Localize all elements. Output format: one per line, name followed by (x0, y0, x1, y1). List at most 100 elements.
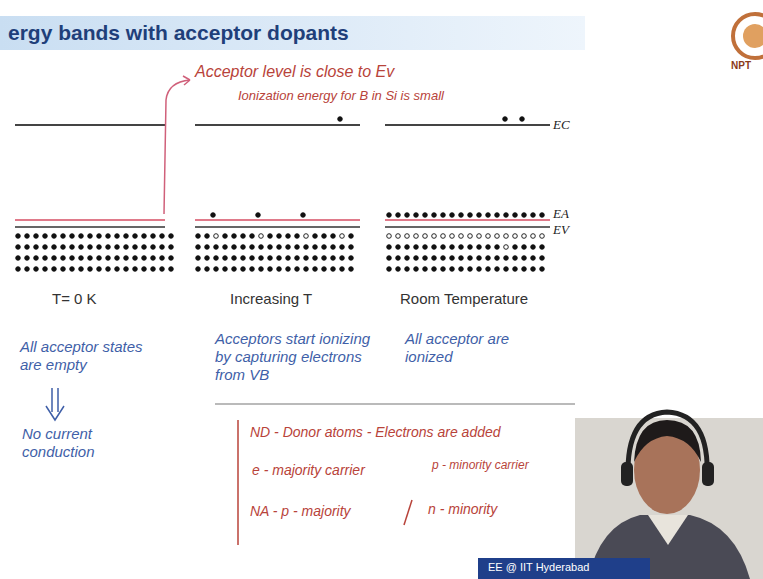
hole-circle (214, 234, 219, 239)
electron-dot (259, 256, 264, 261)
hole-circle (340, 234, 345, 239)
electron-dot (349, 267, 354, 272)
bracket-line (237, 420, 239, 545)
electron-dot (540, 213, 545, 218)
electron-dot (322, 234, 327, 239)
valence-band-edge (195, 226, 360, 228)
electron-dot (79, 256, 84, 261)
electron-dot (70, 267, 75, 272)
electron-dot (16, 234, 21, 239)
electron-dot (223, 245, 228, 250)
electron-dot (97, 267, 102, 272)
presenter-hair (634, 420, 701, 462)
electron-dot (387, 256, 392, 261)
electron-dot (232, 234, 237, 239)
electron-dot (340, 256, 345, 261)
electron-dot (142, 267, 147, 272)
electron-dot (450, 267, 455, 272)
electron-dot (349, 256, 354, 261)
conduction-band-edge (195, 124, 360, 126)
electron-dot (405, 256, 410, 261)
hole-circle (477, 234, 482, 239)
electron-dot (295, 256, 300, 261)
leader-arrowhead (183, 76, 190, 85)
electron-dot (169, 234, 174, 239)
hole-circle (304, 234, 309, 239)
electron-dot (16, 256, 21, 261)
title-bar (0, 16, 585, 50)
footer-text: EE @ IIT Hyderabad (488, 561, 589, 574)
level-label: EA (553, 206, 569, 222)
electron-dot (97, 234, 102, 239)
electron-dot (414, 256, 419, 261)
electron-dot (531, 267, 536, 272)
electron-dot (205, 267, 210, 272)
electron-dot (16, 267, 21, 272)
note-text: All acceptor are ionized (405, 330, 555, 366)
electron-dot (133, 245, 138, 250)
panel-caption: Increasing T (230, 290, 312, 308)
electron-dot (52, 256, 57, 261)
electron-dot (504, 213, 509, 218)
electron-dot (196, 245, 201, 250)
electron-dot (97, 256, 102, 261)
electron-dot (223, 256, 228, 261)
electron-dot (414, 245, 419, 250)
electron-dot (396, 267, 401, 272)
electron-dot (522, 213, 527, 218)
electron-dot (531, 245, 536, 250)
separator-slash (404, 500, 412, 525)
electron-dot (133, 267, 138, 272)
electron-dot (322, 245, 327, 250)
electron-dot (531, 256, 536, 261)
electron-dot (196, 267, 201, 272)
electron-dot (423, 256, 428, 261)
electron-dot (241, 267, 246, 272)
electron-dot (495, 213, 500, 218)
electron-dot (268, 256, 273, 261)
electron-dot (250, 234, 255, 239)
electron-dot (459, 245, 464, 250)
hole-circle (495, 234, 500, 239)
note-text: No current conduction (22, 425, 132, 461)
electron-dot (256, 213, 261, 218)
electron-dot (468, 245, 473, 250)
electron-dot (268, 267, 273, 272)
electron-dot (423, 213, 428, 218)
electron-dot (52, 245, 57, 250)
electron-dot (43, 234, 48, 239)
divider-line (215, 403, 575, 404)
hole-circle (414, 234, 419, 239)
hole-circle (540, 234, 545, 239)
electron-dot (259, 267, 264, 272)
electron-dot (79, 234, 84, 239)
electron-dot (477, 245, 482, 250)
electron-dot (259, 245, 264, 250)
note-text: p - minority carrier (432, 458, 529, 472)
electron-dot (441, 267, 446, 272)
electron-dot (459, 267, 464, 272)
electron-dot (450, 245, 455, 250)
electron-dot (160, 245, 165, 250)
note-text: NA - p - majority (250, 503, 351, 520)
electron-dot (70, 245, 75, 250)
electron-dot (241, 234, 246, 239)
electron-dot (232, 245, 237, 250)
electron-dot (16, 245, 21, 250)
valence-band-edge (15, 226, 165, 228)
electron-dot (304, 256, 309, 261)
electron-dot (34, 267, 39, 272)
electron-dot (441, 256, 446, 261)
electron-dot (169, 245, 174, 250)
electron-dot (531, 213, 536, 218)
electron-dot (115, 234, 120, 239)
electron-dot (124, 256, 129, 261)
electron-dot (338, 117, 343, 122)
electron-dot (459, 213, 464, 218)
electron-dot (79, 245, 84, 250)
electron-dot (214, 256, 219, 261)
electron-dot (513, 256, 518, 261)
electron-dot (61, 256, 66, 261)
electron-dot (160, 234, 165, 239)
